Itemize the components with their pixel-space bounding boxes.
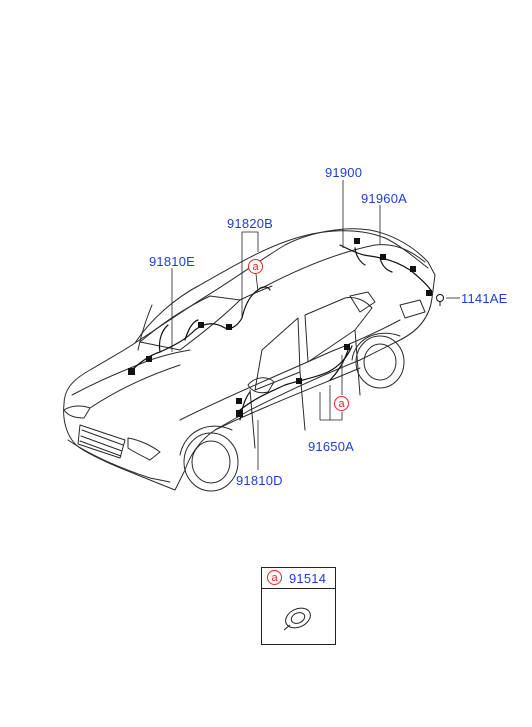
grille [77, 424, 126, 459]
rear-side-window [304, 297, 373, 363]
part-label-91960A: 91960A [361, 191, 408, 206]
headlight-right [127, 437, 161, 461]
trunk-lid [384, 237, 429, 269]
harness-floor [239, 345, 353, 411]
ref-marker-a-door: a [334, 396, 349, 411]
ref-marker-a-roof: a [248, 259, 263, 274]
leader-91820B [241, 231, 259, 318]
legend-box: a 91514 [261, 567, 336, 645]
part-label-91900: 91900 [325, 165, 363, 180]
bumper [67, 439, 171, 483]
connector-9 [354, 238, 360, 244]
harness-door-front [239, 391, 251, 421]
roof-edge [261, 244, 426, 289]
part-label-91820B: 91820B [227, 216, 274, 231]
beltline [179, 319, 401, 421]
rear-wheel-arch [351, 332, 401, 361]
legend-ref-marker: a [267, 570, 282, 585]
connector-5 [236, 410, 243, 417]
front-wheel-arch [179, 425, 233, 456]
harness-trunk [339, 244, 433, 293]
front-side-window [254, 317, 301, 391]
bolt-icon [436, 294, 444, 302]
rear-wheel-rim [363, 343, 397, 381]
tail-lamp [399, 299, 426, 319]
connector-10 [380, 254, 386, 260]
front-wheel [183, 432, 239, 492]
part-label-1141AE: 1141AE [461, 291, 508, 306]
harness-front-branch [158, 319, 199, 353]
part-label-91650A: 91650A [308, 439, 355, 454]
rocker-line [214, 367, 361, 431]
windshield [139, 295, 241, 351]
connector-3 [198, 322, 204, 328]
connector-4 [226, 324, 232, 330]
connector-7 [296, 378, 302, 384]
connector-8 [344, 344, 350, 350]
connector-1 [128, 368, 135, 375]
quarter-window [349, 291, 376, 313]
roof-line [134, 230, 386, 344]
grille-bars [79, 429, 124, 457]
connector-12 [426, 290, 432, 296]
grommet-inner [290, 612, 306, 624]
leader-91650A [319, 385, 343, 421]
connector-11 [410, 266, 416, 272]
harness-trunk-branch [354, 247, 393, 273]
headlight-left [63, 405, 91, 419]
grommet-tail [283, 624, 291, 631]
legend-header: a 91514 [262, 568, 335, 589]
part-label-91810E: 91810E [149, 254, 196, 269]
part-label-91810D: 91810D [236, 473, 283, 488]
connector-2 [146, 356, 152, 362]
front-wheel-rim [191, 440, 231, 484]
connector-6 [236, 398, 242, 404]
a-pillar [239, 285, 273, 301]
grommet-outer [285, 607, 311, 629]
leader-ref-a-top [255, 273, 259, 293]
legend-part-number: 91514 [289, 571, 327, 586]
harness-door-rear [329, 349, 349, 381]
side-mirror [247, 377, 275, 394]
hood-crease [89, 364, 181, 409]
antenna [137, 304, 153, 351]
harness-roof [241, 286, 271, 319]
rear-wheel [355, 335, 405, 389]
